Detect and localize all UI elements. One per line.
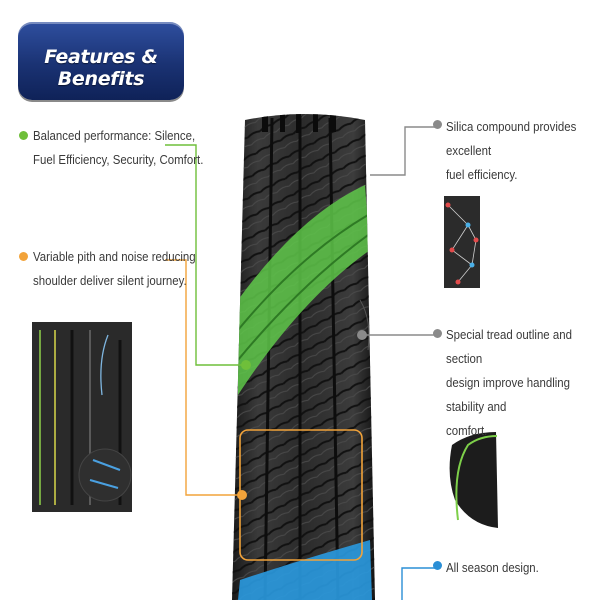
balanced-performance-text: Balanced performance: Silence, Fuel Effi… — [33, 124, 209, 172]
banner-title: Features & Benefits — [44, 46, 158, 90]
tread-section-image — [449, 432, 498, 528]
silica-network-image — [444, 196, 480, 288]
tread-line-1: Special tread outline and section — [446, 327, 572, 366]
silica-compound-text: Silica compound provides excellent fuel … — [446, 115, 600, 187]
pitch-line-1: Variable pith and noise reducing — [33, 249, 196, 264]
all-season-text: All season design. — [446, 556, 578, 580]
balanced-line-2: Fuel Efficiency, Security, Comfort. — [33, 152, 204, 167]
tread-bullet — [433, 329, 442, 338]
tread-outline-text: Special tread outline and section design… — [446, 323, 600, 443]
balanced-line-1: Balanced performance: Silence, — [33, 128, 196, 143]
tread-line-2: design improve handling stability and — [446, 375, 571, 414]
pitch-bullet — [19, 252, 28, 261]
silica-bullet — [433, 120, 442, 129]
silica-line-2: fuel efficiency. — [446, 167, 518, 182]
tread-line-3: comfort. — [446, 423, 488, 438]
tread-closeup-image — [32, 322, 132, 512]
features-benefits-banner: Features & Benefits — [18, 22, 184, 100]
silica-line-1: Silica compound provides excellent — [446, 119, 577, 158]
balanced-bullet — [19, 131, 28, 140]
pitch-noise-text: Variable pith and noise reducing shoulde… — [33, 245, 209, 293]
season-line-1: All season design. — [446, 560, 539, 575]
season-bullet — [433, 561, 442, 570]
pitch-line-2: shoulder deliver silent journey. — [33, 273, 187, 288]
